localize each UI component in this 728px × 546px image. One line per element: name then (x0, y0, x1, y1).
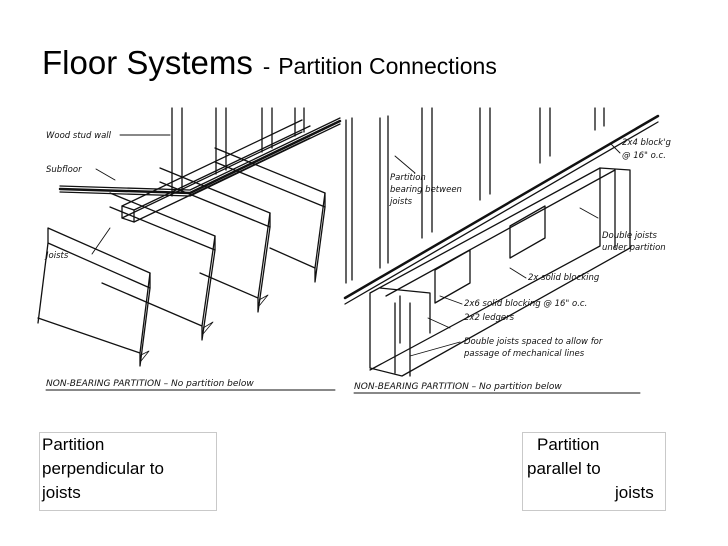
right-double-joists (369, 167, 631, 377)
left-diagram: Wood stud wall Subfloor Joists NON-BEARI… (37, 107, 358, 402)
title-separator: - (262, 54, 271, 79)
label-blocking-top-1: 2x4 block'g (622, 138, 671, 148)
label-double-joists-1: Double joists (602, 231, 658, 241)
label-subfloor: Subfloor (46, 165, 82, 175)
label-double-spaced-2: passage of mechanical lines (463, 349, 585, 359)
label-partition-bearing-2: bearing between (390, 185, 462, 195)
label-solid-blocking-2x6: 2x6 solid blocking @ 16" o.c. (464, 299, 587, 309)
caption-right-line2: parallel to (527, 459, 601, 478)
caption-right-line1: Partition (537, 435, 600, 454)
caption-left-line2: perpendicular to (42, 459, 164, 478)
caption-parallel: Partition parallel to joists (522, 432, 666, 511)
caption-right-line3: joists (615, 483, 654, 502)
caption-perpendicular: Partition perpendicular to joists (39, 432, 217, 511)
right-studs (345, 107, 605, 284)
right-subfloor (343, 114, 660, 305)
title-main: Floor Systems (42, 44, 253, 81)
label-double-spaced-1: Double joists spaced to allow for (464, 337, 603, 347)
caption-left-line3: joists (42, 483, 81, 502)
right-figure-caption: NON-BEARING PARTITION – No partition bel… (354, 382, 562, 392)
right-diagram: 2x4 block'g @ 16" o.c. Partition bearing… (340, 107, 671, 402)
left-joists (37, 147, 326, 367)
caption-left-line1: Partition (42, 435, 105, 454)
label-solid-blocking: 2x solid blocking (528, 273, 600, 283)
label-wood-stud-wall: Wood stud wall (46, 131, 112, 141)
left-stud-wall (121, 107, 311, 223)
title-subtitle: Partition Connections (278, 53, 497, 79)
label-blocking-top-2: @ 16" o.c. (622, 151, 666, 161)
label-double-joists-2: under partition (602, 243, 666, 253)
label-ledgers: 2x2 ledgers (464, 313, 515, 323)
right-blocking (379, 205, 546, 344)
slide-title: Floor Systems-Partition Connections (42, 44, 497, 82)
label-joists: Joists (44, 251, 69, 261)
label-partition-bearing-1: Partition (390, 173, 426, 183)
label-partition-bearing-3: joists (389, 197, 413, 207)
left-figure-caption: NON-BEARING PARTITION – No partition bel… (46, 379, 254, 389)
